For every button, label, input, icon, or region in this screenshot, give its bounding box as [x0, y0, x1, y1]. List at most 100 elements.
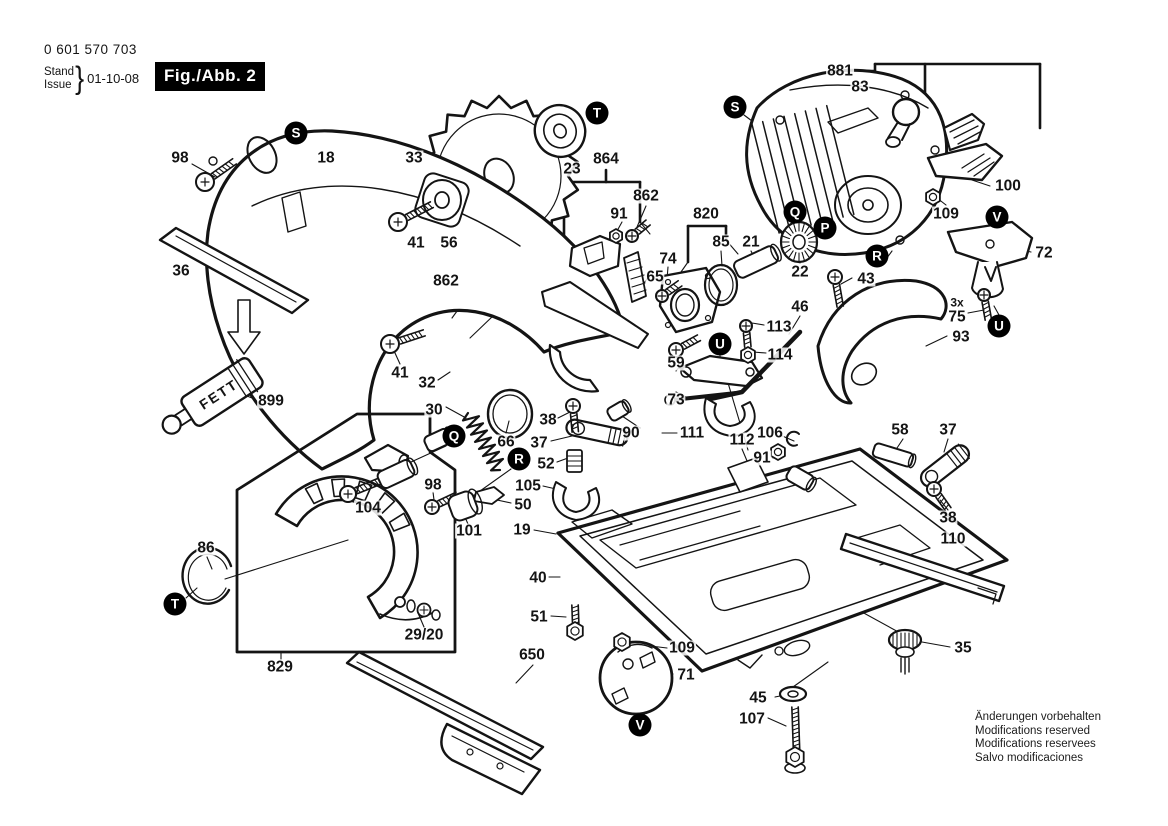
- part-label-59: 59: [666, 354, 686, 372]
- part-label-98: 98: [423, 476, 443, 494]
- part-label-881: 881: [826, 62, 854, 80]
- slider-button: [942, 112, 986, 152]
- part-label-114: 114: [766, 346, 794, 364]
- guide-plate: [946, 220, 1034, 268]
- part-label-19: 19: [512, 521, 532, 539]
- part-label-33: 33: [404, 149, 424, 167]
- part-label-56: 56: [439, 234, 459, 252]
- part-label-37: 37: [529, 434, 549, 452]
- footer-line-en: Modifications reserved: [975, 724, 1091, 737]
- part-label-111: 111: [678, 424, 706, 442]
- clamp-knob: [598, 640, 674, 716]
- trigger-lever: [926, 142, 1004, 182]
- balloon-Q: Q: [783, 200, 807, 224]
- part-label-46: 46: [790, 298, 810, 316]
- part-label-86: 86: [196, 539, 216, 557]
- part-label-85: 85: [711, 233, 731, 251]
- balloon-R: R: [507, 447, 531, 471]
- part-label-73: 73: [666, 391, 686, 409]
- part-label-43: 43: [856, 270, 876, 288]
- part-label-18: 18: [316, 149, 336, 167]
- grease-tube: FETT: [161, 357, 264, 435]
- part-label-112: 112: [728, 431, 756, 449]
- part-label-104: 104: [354, 499, 382, 517]
- document-header: 0 601 570 703 Stand Issue } 01-10-08: [44, 42, 140, 96]
- footer-disclaimer: Änderungen vorbehalten Modifications res…: [975, 711, 1101, 765]
- part-label-91: 91: [752, 449, 772, 467]
- clamp-shoe-upper: [551, 481, 601, 521]
- part-label-899: 899: [257, 392, 285, 410]
- part-label-106: 106: [756, 424, 784, 442]
- balloon-S: S: [284, 121, 308, 145]
- part-label-91: 91: [609, 205, 629, 223]
- part-label-37: 37: [938, 421, 958, 439]
- part-label-820: 820: [692, 205, 720, 223]
- issue-date: 01-10-08: [87, 71, 140, 86]
- part-label-109: 109: [932, 205, 960, 223]
- part-label-23: 23: [562, 160, 582, 178]
- figure-label: Fig./Abb. 2: [155, 62, 266, 91]
- part-label-52: 52: [536, 455, 556, 473]
- part-label-38: 38: [538, 411, 558, 429]
- part-label-45: 45: [748, 689, 768, 707]
- clamping-flange: [533, 103, 587, 159]
- angle-plate: [727, 457, 769, 493]
- balloon-S: S: [723, 95, 747, 119]
- issue-label: Issue: [44, 78, 72, 91]
- link-bar: [541, 281, 649, 349]
- part-label-71: 71: [676, 666, 696, 684]
- clamping-washer: [414, 172, 470, 228]
- part-label-83: 83: [850, 78, 870, 96]
- part-label-105: 105: [514, 477, 542, 495]
- part-label-862: 862: [632, 187, 660, 205]
- pivot-segment: [548, 343, 600, 393]
- part-label-90: 90: [621, 424, 641, 442]
- part-label-113: 113: [765, 318, 793, 336]
- part-label-50: 50: [513, 496, 533, 514]
- part-label-93: 93: [951, 328, 971, 346]
- part-label-32: 32: [417, 374, 437, 392]
- brace-glyph: }: [75, 60, 85, 96]
- part-label-829: 829: [266, 658, 294, 676]
- part-label-38: 38: [938, 509, 958, 527]
- balloon-P: P: [813, 216, 837, 240]
- clamp-lever-right: [919, 443, 971, 488]
- issue-row: Stand Issue } 01-10-08: [44, 60, 140, 96]
- footer-line-de: Änderungen vorbehalten: [975, 711, 1101, 723]
- label-sticker: [827, 107, 879, 134]
- part-label-100: 100: [994, 177, 1022, 195]
- clamp-shoe-lower: [703, 397, 756, 437]
- part-label-35: 35: [953, 639, 973, 657]
- e-clip: [785, 430, 800, 447]
- balloon-V: V: [985, 205, 1009, 229]
- part-label-107: 107: [738, 710, 766, 728]
- footer-line-es: Salvo modificaciones: [975, 751, 1084, 764]
- part-label-74: 74: [658, 250, 678, 268]
- balloon-V: V: [628, 713, 652, 737]
- part-label-41: 41: [406, 234, 426, 252]
- part-label-22: 22: [790, 263, 810, 281]
- part-label-40: 40: [528, 569, 548, 587]
- part-label-109: 109: [668, 639, 696, 657]
- part-label-58: 58: [890, 421, 910, 439]
- detail-box: [235, 412, 457, 654]
- part-label-66: 66: [496, 433, 516, 451]
- balloon-T: T: [163, 592, 187, 616]
- balloon-U: U: [987, 314, 1011, 338]
- footer-line-fr: Modifications reservees: [975, 738, 1096, 750]
- part-label-862: 862: [432, 272, 460, 290]
- part-label-75: 75: [947, 308, 967, 326]
- brush-strip: [623, 251, 647, 303]
- balloon-Q: Q: [442, 424, 466, 448]
- o-ring: [703, 263, 739, 307]
- rip-fence-plate: [440, 722, 542, 796]
- part-label-21: 21: [741, 233, 761, 251]
- part-label-110: 110: [939, 530, 967, 548]
- part-label-29-20: 29/20: [403, 626, 445, 644]
- part-label-41: 41: [390, 364, 410, 382]
- part-label-51: 51: [529, 608, 549, 626]
- sight-hook: [971, 261, 1004, 299]
- part-label-72: 72: [1034, 244, 1054, 262]
- lock-plunger: [885, 97, 921, 148]
- edge-strip: [158, 226, 310, 315]
